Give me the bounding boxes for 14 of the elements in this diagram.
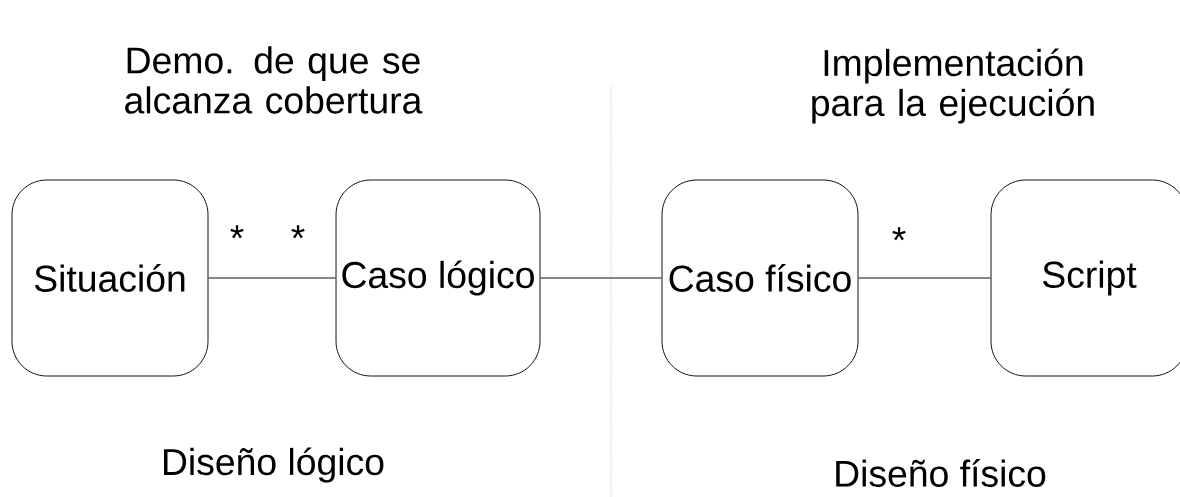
connector-line [208,277,337,279]
connector-line [540,277,662,279]
multiplicity-mark: * [291,225,305,239]
rounded-box: Caso lógico [335,179,541,377]
section-label: Diseño físico [836,459,1046,487]
edge-label: Demo. de que se alcanza cobertura [125,46,423,114]
multiplicity-mark: * [892,227,906,241]
connector-line [858,277,991,279]
edge-label: Implementación para la ejecución [812,48,1094,124]
rounded-box: Script [990,179,1180,377]
rounded-box: Situación [11,179,209,377]
rounded-box: Caso físico [661,179,859,377]
multiplicity-mark: * [230,225,244,239]
section-label: Diseño lógico [164,447,384,483]
